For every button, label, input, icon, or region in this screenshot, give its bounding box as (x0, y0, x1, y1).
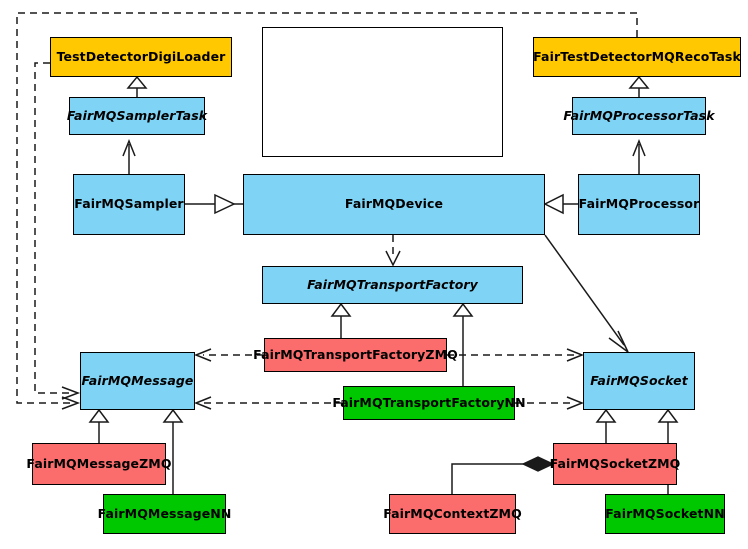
comp-contextzmq-socketzmq (451, 463, 538, 494)
class-box-fairmqcontextzmq[interactable]: FairMQContextZMQ (383, 494, 522, 534)
class-box-fairmqdevice[interactable]: FairMQDevice (243, 174, 545, 235)
dep-digiloader-message (34, 62, 70, 394)
assoc-device-socket (544, 234, 625, 346)
class-box-fairmqsocket[interactable]: FairMQSocket (583, 352, 695, 410)
dep-recotask-message (16, 12, 638, 404)
class-box-fairmqprocessortask[interactable]: FairMQProcessorTask (563, 97, 715, 135)
class-box-fairmqsampler[interactable]: FairMQSampler (73, 174, 185, 235)
legend (262, 27, 503, 157)
class-box-fairmqmessage[interactable]: FairMQMessage (80, 352, 195, 410)
class-box-fairtestdetectormqrecotask[interactable]: FairTestDetectorMQRecoTask (533, 37, 741, 77)
class-box-fairmqmessagezmq[interactable]: FairMQMessageZMQ (26, 443, 171, 485)
class-box-fairmqmessagenn[interactable]: FairMQMessageNN (98, 494, 231, 534)
class-box-fairmqsocketnn[interactable]: FairMQSocketNN (605, 494, 725, 534)
class-box-fairmqtransportfactoryzmq[interactable]: FairMQTransportFactoryZMQ (253, 338, 458, 372)
class-box-fairmqsamplertask[interactable]: FairMQSamplerTask (67, 97, 207, 135)
class-box-fairmqprocessor[interactable]: FairMQProcessor (578, 174, 700, 235)
class-box-fairmqsocketzmq[interactable]: FairMQSocketZMQ (550, 443, 680, 485)
class-box-fairmqtransportfactorynn[interactable]: FairMQTransportFactoryNN (332, 386, 526, 420)
class-box-testdetectordigiloader[interactable]: TestDetectorDigiLoader (50, 37, 232, 77)
class-box-fairmqtransportfactory[interactable]: FairMQTransportFactory (262, 266, 523, 304)
